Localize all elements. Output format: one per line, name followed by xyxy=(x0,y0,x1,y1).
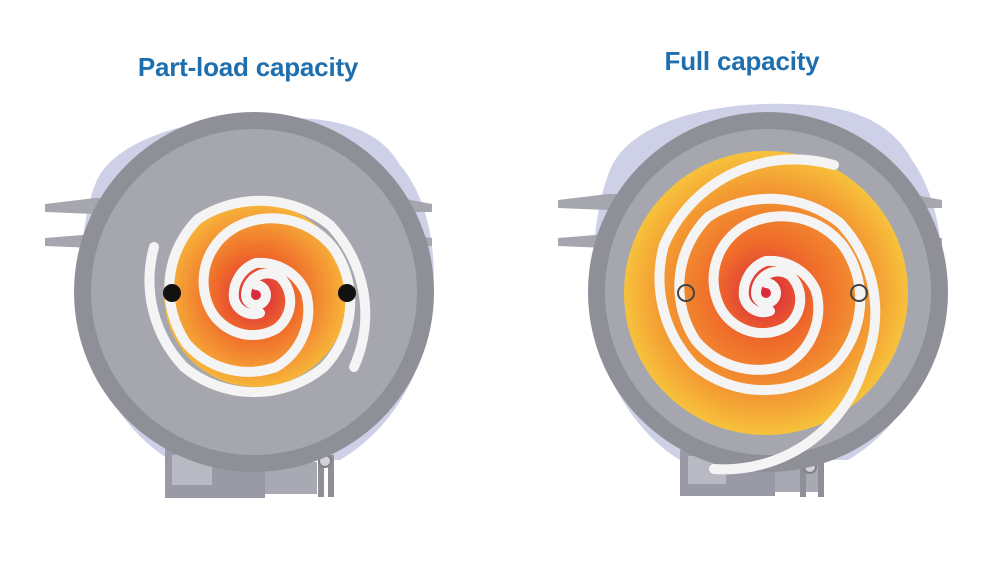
bypass-port-right-icon xyxy=(850,284,868,302)
bypass-port-left-icon xyxy=(677,284,695,302)
scroll-wraps xyxy=(654,154,881,475)
part-load-scroll-diagram xyxy=(45,112,434,498)
bypass-port-left-icon xyxy=(163,284,181,302)
bypass-port-right-icon xyxy=(338,284,356,302)
part-load-title: Part-load capacity xyxy=(137,52,359,82)
bypass-ports xyxy=(677,284,868,302)
scroll-wraps xyxy=(144,195,371,398)
full-capacity-panel: Full capacity xyxy=(500,0,1000,562)
full-capacity-title: Full capacity xyxy=(664,46,820,76)
full-capacity-scroll-diagram xyxy=(558,103,948,497)
part-load-panel: Part-load capacity xyxy=(45,52,434,498)
bypass-ports xyxy=(163,284,356,302)
